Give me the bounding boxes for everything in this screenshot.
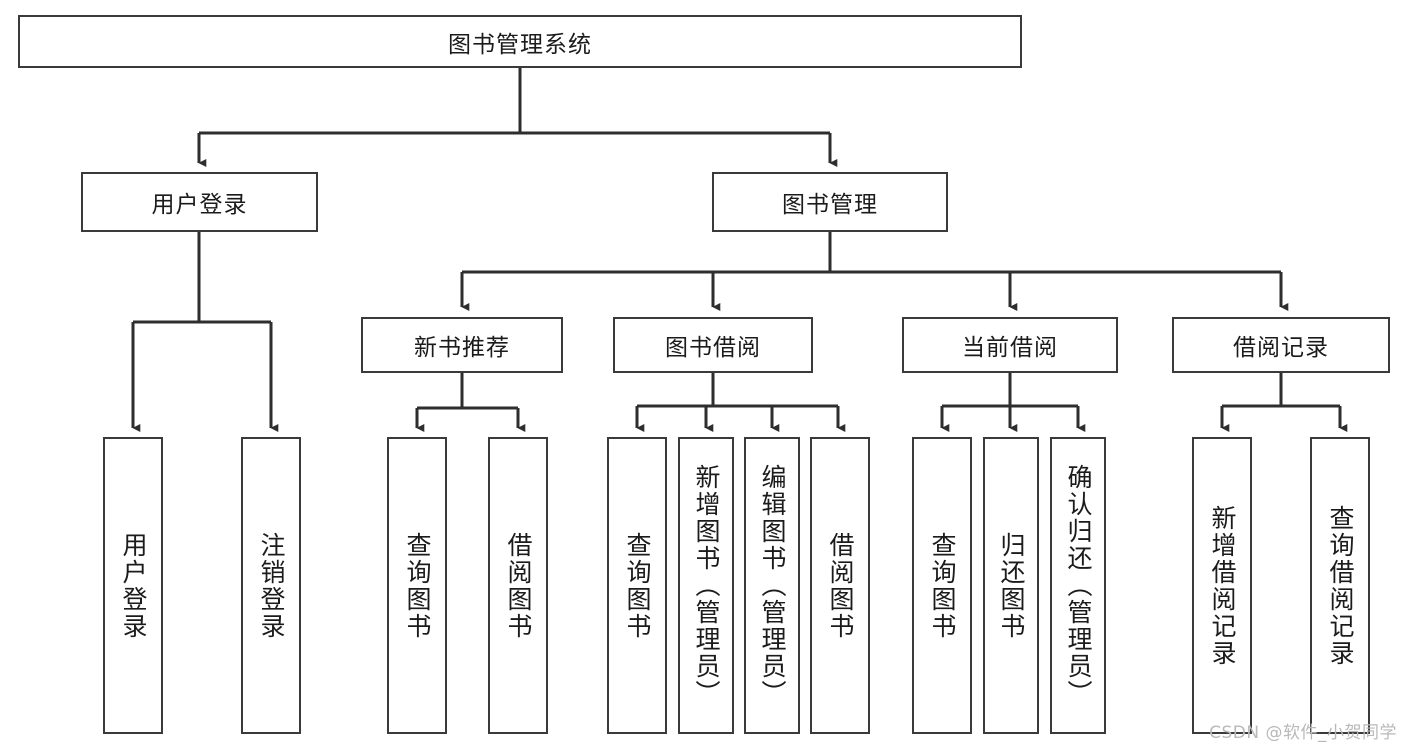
leaf-confirm-return-admin-label: 确认归还（管理员） (1064, 464, 1093, 707)
leaf-add-borrow-record-label: 新增借阅记录 (1208, 504, 1237, 667)
leaf-add-borrow-record[interactable]: 新增借阅记录 (1192, 437, 1252, 734)
leaf-query-book-current[interactable]: 查询图书 (912, 437, 972, 734)
leaf-edit-book-admin-label: 编辑图书（管理员） (758, 464, 787, 707)
node-new-book-recommend-label: 新书推荐 (414, 335, 510, 361)
node-book-borrow-label: 图书借阅 (665, 335, 761, 361)
node-book-borrow[interactable]: 图书借阅 (613, 317, 813, 373)
leaf-borrow-book-borrow[interactable]: 借阅图书 (810, 437, 870, 734)
leaf-user-login-label: 用户登录 (119, 531, 148, 640)
node-user-login-label: 用户登录 (151, 192, 248, 218)
leaf-query-book-borrow-label: 查询图书 (623, 531, 652, 640)
leaf-user-login[interactable]: 用户登录 (103, 437, 163, 734)
leaf-query-book-newbook-label: 查询图书 (403, 531, 432, 640)
leaf-borrow-book-newbook-label: 借阅图书 (504, 531, 533, 640)
leaf-logout[interactable]: 注销登录 (241, 437, 301, 734)
leaf-edit-book-admin[interactable]: 编辑图书（管理员） (744, 437, 800, 734)
leaf-query-borrow-record[interactable]: 查询借阅记录 (1310, 437, 1370, 734)
node-root-label: 图书管理系统 (448, 31, 592, 58)
node-new-book-recommend[interactable]: 新书推荐 (361, 317, 563, 373)
node-book-management[interactable]: 图书管理 (712, 172, 948, 232)
node-borrow-record-label: 借阅记录 (1233, 335, 1329, 361)
leaf-query-book-current-label: 查询图书 (928, 531, 957, 640)
node-root[interactable]: 图书管理系统 (18, 15, 1022, 68)
leaf-query-borrow-record-label: 查询借阅记录 (1326, 504, 1355, 667)
node-user-login[interactable]: 用户登录 (81, 172, 318, 232)
node-book-management-label: 图书管理 (782, 192, 878, 218)
leaf-add-book-admin[interactable]: 新增图书（管理员） (678, 437, 734, 734)
leaf-query-book-borrow[interactable]: 查询图书 (607, 437, 667, 734)
node-borrow-record[interactable]: 借阅记录 (1172, 317, 1390, 373)
node-current-borrow-label: 当前借阅 (962, 335, 1058, 361)
leaf-query-book-newbook[interactable]: 查询图书 (387, 437, 447, 734)
watermark-text: CSDN @软件_小贺同学 (1209, 723, 1397, 743)
leaf-confirm-return-admin[interactable]: 确认归还（管理员） (1050, 437, 1106, 734)
leaf-borrow-book-borrow-label: 借阅图书 (826, 531, 855, 640)
leaf-add-book-admin-label: 新增图书（管理员） (692, 464, 721, 707)
leaf-logout-label: 注销登录 (257, 531, 286, 640)
leaf-return-book-label: 归还图书 (997, 531, 1026, 640)
node-current-borrow[interactable]: 当前借阅 (902, 317, 1118, 373)
leaf-return-book[interactable]: 归还图书 (983, 437, 1039, 734)
leaf-borrow-book-newbook[interactable]: 借阅图书 (488, 437, 548, 734)
